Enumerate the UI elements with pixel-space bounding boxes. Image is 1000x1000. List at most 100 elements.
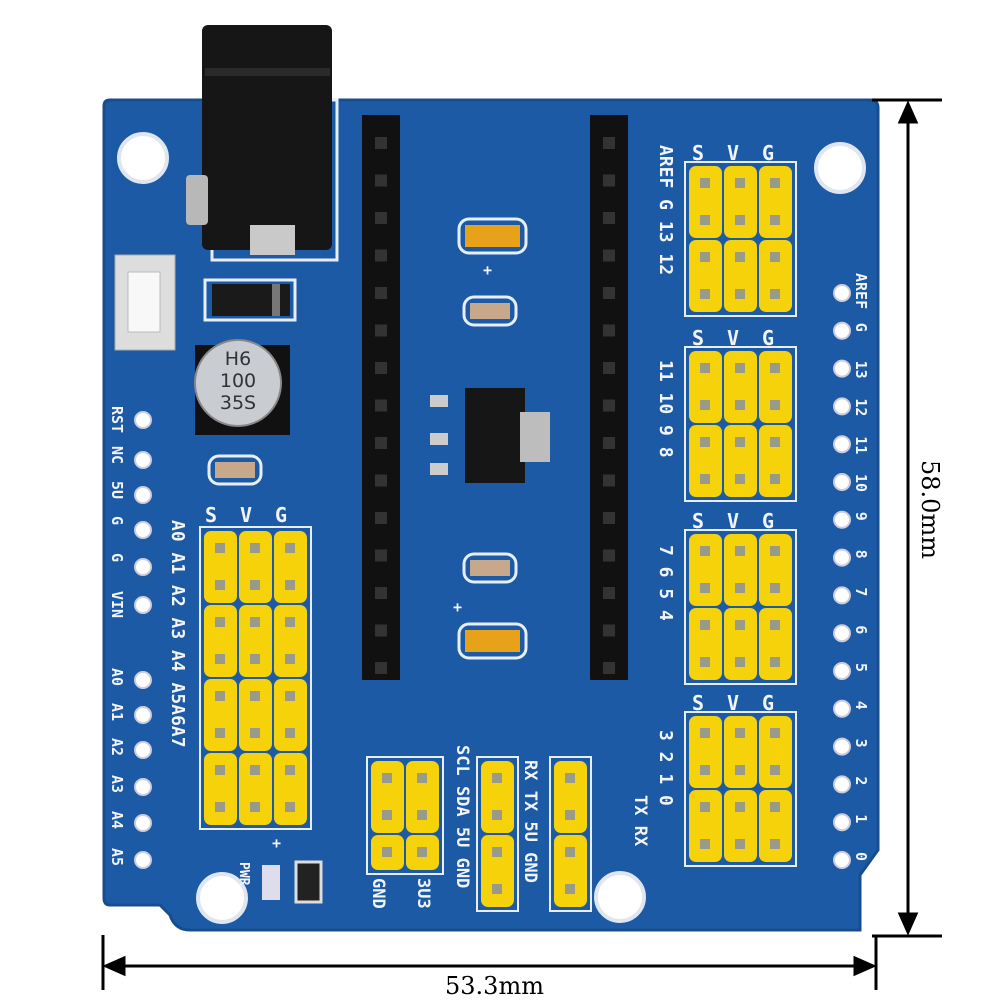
- header-pin: [735, 215, 745, 225]
- header-pin: [770, 620, 780, 630]
- header-pin: [735, 728, 745, 738]
- pin-hole: [833, 473, 851, 491]
- header-pin: [565, 847, 575, 857]
- svg-header-label: S: [692, 691, 704, 715]
- header-pin: [215, 543, 225, 553]
- female-socket: [603, 549, 615, 562]
- right-pin-label: 3: [852, 739, 870, 748]
- female-socket: [603, 287, 615, 299]
- female-socket: [375, 624, 387, 637]
- female-socket: [375, 512, 387, 524]
- left-pin-label: G: [108, 516, 126, 525]
- header-pin: [735, 802, 745, 812]
- header-pin: [735, 178, 745, 188]
- left-pin-label: 5U: [108, 481, 126, 499]
- uart-label: RX TX 5U GND: [520, 760, 540, 883]
- pin-hole: [833, 775, 851, 794]
- pin-hole: [134, 851, 152, 869]
- header-pin: [285, 802, 295, 812]
- jumper-housing: [759, 790, 792, 862]
- header-pin: [770, 437, 780, 447]
- power-led: [262, 865, 280, 900]
- jumper-housing: [274, 679, 307, 751]
- pin-hole: [833, 359, 851, 378]
- header-pin: [735, 474, 745, 484]
- gnd-label: GND: [368, 878, 388, 909]
- left-pin-label: G: [108, 553, 126, 562]
- jumper-housing: [689, 790, 722, 862]
- tantalum-plus-label: +: [453, 598, 462, 616]
- mount-hole: [117, 132, 169, 184]
- jumper-housing: [689, 351, 722, 423]
- right-group-label: AREF G 13 12: [655, 145, 676, 275]
- header-pin: [285, 691, 295, 701]
- header-pin: [700, 657, 710, 667]
- tantalum-capacitor-outline: [457, 622, 528, 660]
- header-pin: [700, 839, 710, 849]
- header-pin: [735, 252, 745, 262]
- header-pin: [735, 400, 745, 410]
- jumper-housing: [239, 605, 272, 677]
- pin-hole: [833, 586, 851, 605]
- width-dimension-label: 53.3mm: [445, 972, 544, 1000]
- right-servo-header-outline: [684, 529, 797, 685]
- female-socket: [375, 287, 387, 299]
- jumper-housing: [724, 351, 757, 423]
- jumper-housing: [481, 835, 514, 907]
- jumper-housing: [724, 716, 757, 788]
- header-pin: [735, 657, 745, 667]
- pin-hole: [833, 435, 851, 454]
- jumper-housing: [371, 761, 404, 833]
- jumper-housing: [689, 534, 722, 606]
- tantalum-capacitor-outline: [457, 217, 528, 255]
- header-pin: [285, 543, 295, 553]
- right-pin-label: 4: [852, 701, 870, 710]
- 3v3-label: 3U3: [413, 878, 433, 909]
- header-pin: [417, 773, 427, 783]
- header-pin: [250, 617, 260, 627]
- left-pin-label: VIN: [108, 591, 126, 618]
- svg-header-label: V: [727, 141, 739, 165]
- pin-hole: [134, 671, 152, 689]
- jumper-housing: [759, 425, 792, 497]
- right-servo-header-outline: [684, 346, 797, 502]
- jumper-housing: [724, 790, 757, 862]
- right-pin-label: 13: [852, 361, 870, 379]
- right-pin-label: 8: [852, 550, 870, 559]
- header-pin: [215, 691, 225, 701]
- female-socket: [375, 137, 387, 149]
- jumper-housing: [239, 753, 272, 825]
- svg-header-label: V: [727, 326, 739, 350]
- header-pin: [735, 583, 745, 593]
- jumper-housing: [759, 716, 792, 788]
- jumper-housing: [554, 835, 587, 907]
- female-socket: [603, 212, 615, 224]
- i2c-label: SCL SDA 5U GND: [452, 745, 472, 888]
- header-pin: [770, 400, 780, 410]
- header-pin: [492, 847, 502, 857]
- header-pin: [700, 400, 710, 410]
- pin-hole: [134, 741, 152, 759]
- header-pin: [215, 802, 225, 812]
- pin-hole: [134, 411, 152, 429]
- header-pin: [770, 178, 780, 188]
- servo-headers: [199, 161, 797, 912]
- right-pin-label: 7: [852, 587, 870, 596]
- header-pin: [285, 765, 295, 775]
- female-socket: [375, 324, 387, 337]
- female-socket: [603, 324, 615, 337]
- left-pin-label: A1: [108, 703, 126, 721]
- female-socket: [603, 624, 615, 637]
- right-pin-label: 0: [852, 852, 870, 861]
- header-pin: [700, 363, 710, 373]
- header-pin: [735, 363, 745, 373]
- female-socket: [375, 474, 387, 487]
- header-pin: [700, 178, 710, 188]
- jumper-housing: [406, 761, 439, 833]
- header-pin: [250, 654, 260, 664]
- smd-capacitor: [215, 462, 255, 478]
- right-group-label: 7 6 5 4: [655, 545, 676, 621]
- female-socket: [375, 587, 387, 599]
- header-pin: [735, 839, 745, 849]
